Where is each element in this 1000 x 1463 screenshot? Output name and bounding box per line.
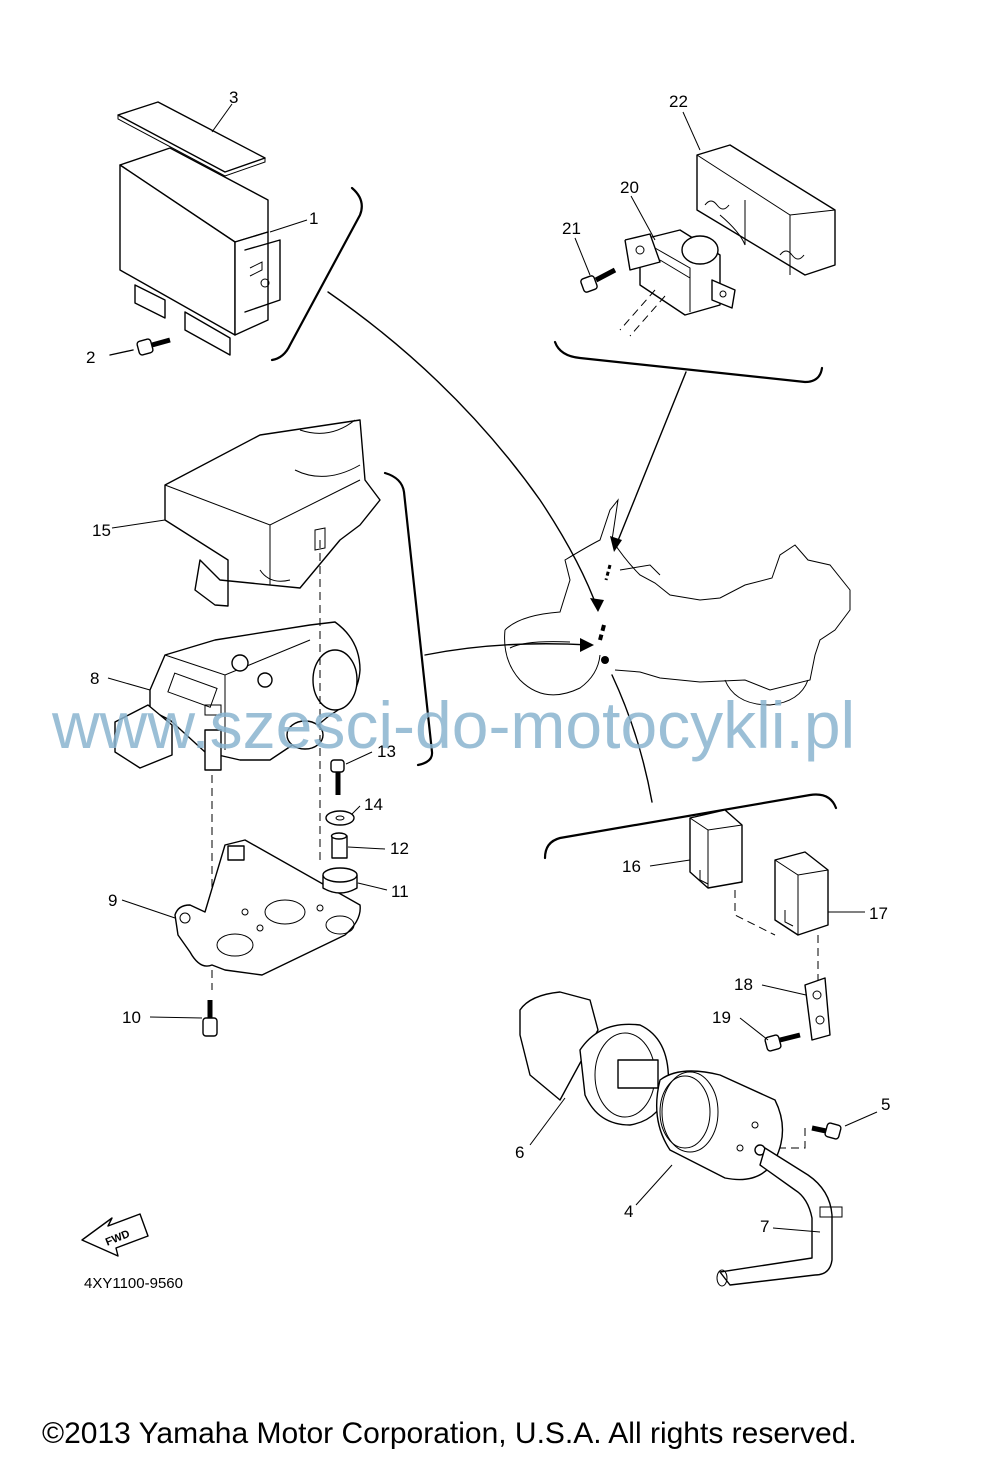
callout-7: 7 bbox=[760, 1217, 769, 1236]
callout-17: 17 bbox=[869, 904, 888, 923]
callout-3: 3 bbox=[229, 88, 238, 107]
callout-4: 4 bbox=[624, 1202, 633, 1221]
callout-6: 6 bbox=[515, 1143, 524, 1162]
callout-labels: 3 1 2 22 20 21 15 8 13 14 12 11 9 10 16 … bbox=[86, 88, 890, 1236]
callout-16: 16 bbox=[622, 857, 641, 876]
bracket-relay-top bbox=[553, 340, 824, 384]
relay-group-bottom bbox=[649, 809, 865, 1052]
callout-12: 12 bbox=[390, 839, 409, 858]
callout-5: 5 bbox=[881, 1095, 890, 1114]
hardware-10-14 bbox=[107, 519, 388, 1037]
callout-20: 20 bbox=[620, 178, 639, 197]
callout-13: 13 bbox=[377, 742, 396, 761]
callout-14: 14 bbox=[364, 795, 383, 814]
mount-plate-9 bbox=[174, 839, 361, 976]
screw-21 bbox=[580, 267, 617, 293]
callout-18: 18 bbox=[734, 975, 753, 994]
callout-10: 10 bbox=[122, 1008, 141, 1027]
fwd-arrow: FWD bbox=[81, 1213, 149, 1257]
location-pointers bbox=[327, 291, 687, 803]
hydraulic-unit-8 bbox=[114, 621, 361, 771]
callout-19: 19 bbox=[712, 1008, 731, 1027]
copyright-notice: ©2013 Yamaha Motor Corporation, U.S.A. A… bbox=[42, 1417, 857, 1450]
callout-15: 15 bbox=[92, 521, 111, 540]
screw-2 bbox=[109, 337, 171, 356]
callout-8: 8 bbox=[90, 669, 99, 688]
ecu-group bbox=[109, 101, 308, 356]
abs-cover-15 bbox=[164, 419, 381, 607]
diagram-part-number: 4XY1100-9560 bbox=[84, 1275, 183, 1292]
bracket-relay-bottom bbox=[543, 793, 838, 860]
callout-9: 9 bbox=[108, 891, 117, 910]
bracket-abs bbox=[383, 471, 434, 767]
relay-group-top bbox=[574, 111, 836, 337]
callout-22: 22 bbox=[669, 92, 688, 111]
watermark-text: www.szesci-do-motocykli.pl bbox=[51, 688, 855, 762]
callout-21: 21 bbox=[562, 219, 581, 238]
actuator-group bbox=[519, 991, 878, 1287]
bracket-ecu bbox=[270, 186, 363, 362]
callout-2: 2 bbox=[86, 348, 95, 367]
callout-11: 11 bbox=[391, 882, 409, 901]
callout-1: 1 bbox=[309, 209, 318, 228]
motorcycle-outline bbox=[504, 498, 851, 706]
